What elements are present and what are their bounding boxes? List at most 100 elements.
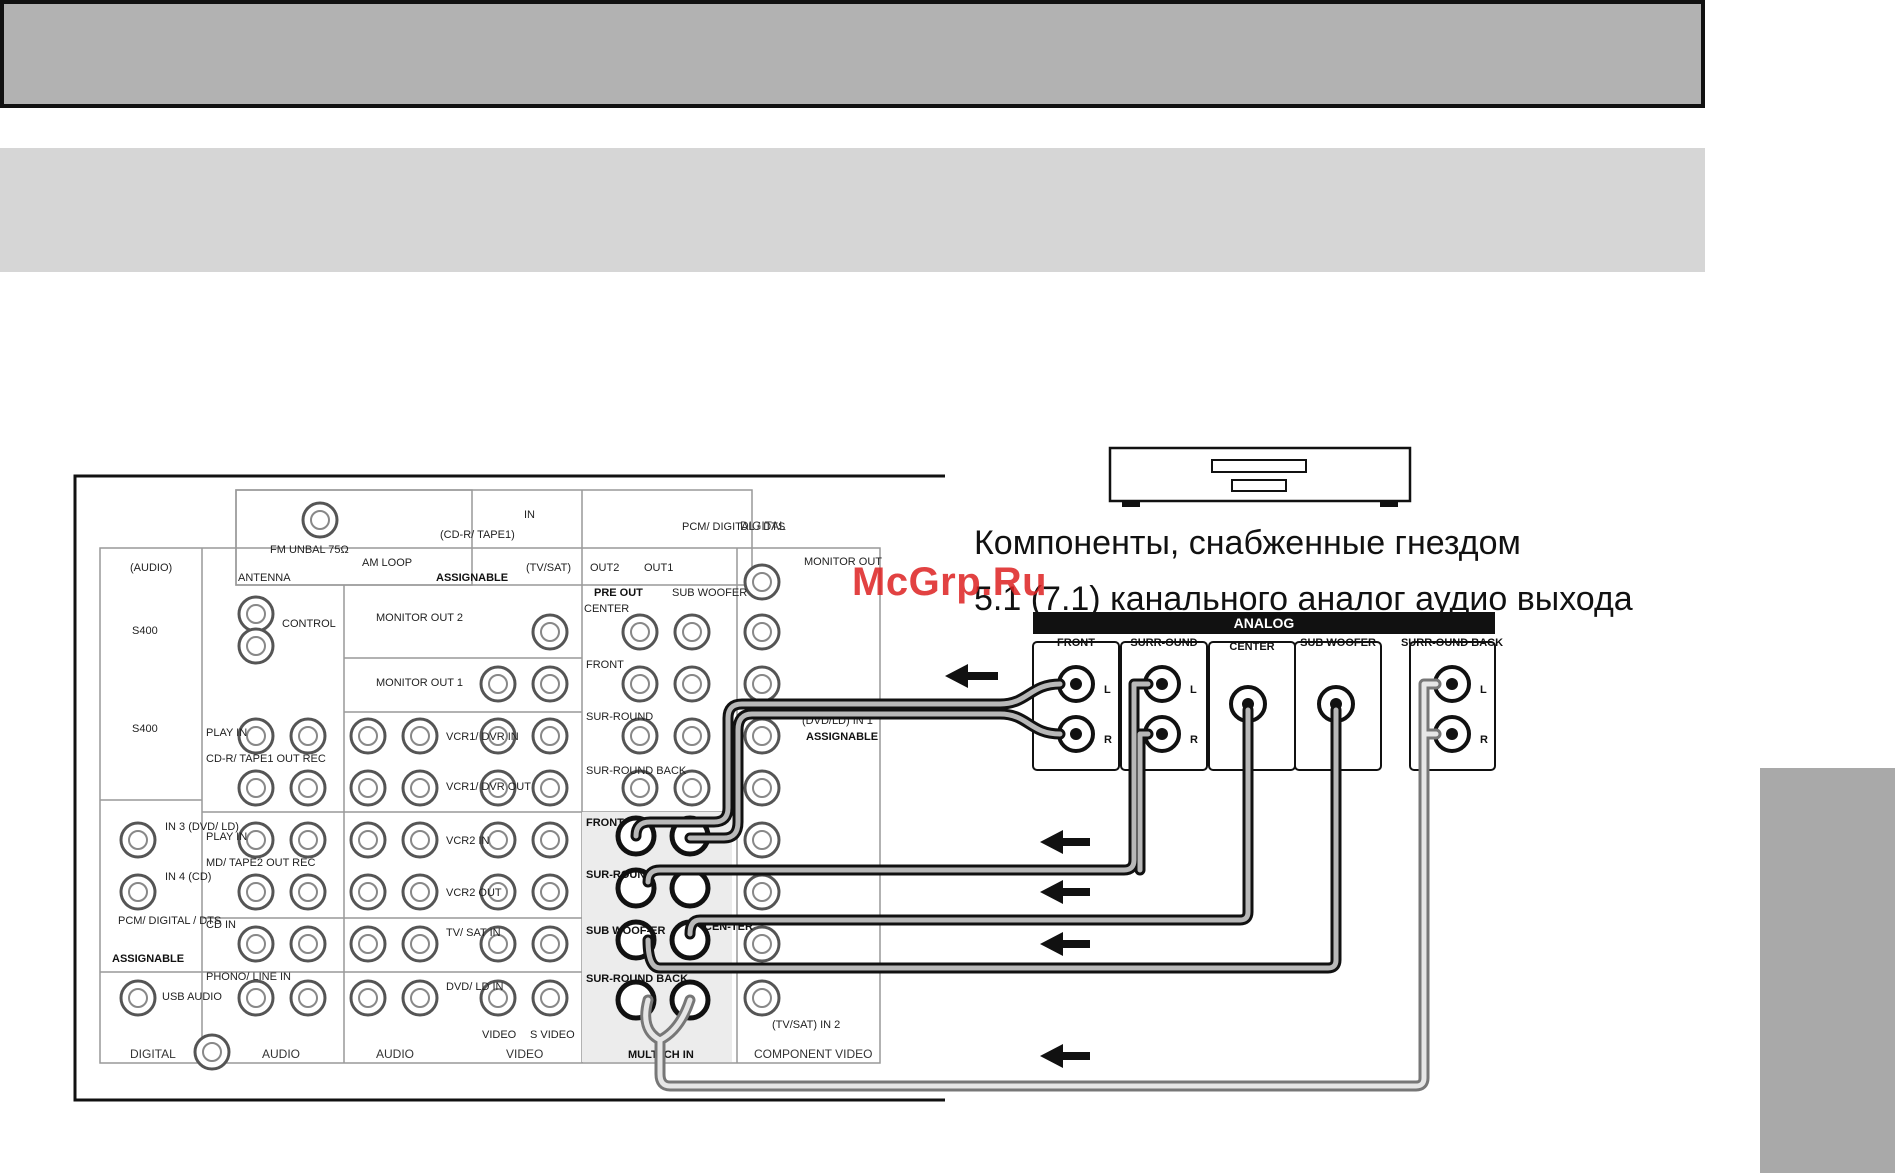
multich-sub-label: SUB WOOF-ER [586, 925, 665, 937]
receiver-jack-inner [358, 882, 378, 902]
receiver-jack [301, 501, 339, 539]
surround-r-label: R [1190, 734, 1198, 746]
receiver-jack [743, 769, 781, 807]
receiver-jack-inner [246, 934, 266, 954]
receiver-jack-inner [298, 830, 318, 850]
audio-row-6-label: PHONO/ LINE IN [206, 971, 291, 983]
receiver-jack [401, 873, 439, 911]
receiver-jack-inner [488, 726, 508, 746]
center-group-label: CENTER [1229, 641, 1274, 653]
receiver-jack-inner [410, 830, 430, 850]
receiver-jack [401, 979, 439, 1017]
receiver-jack-inner [410, 778, 430, 798]
analog-output-panel: ANALOG FRONT SURR-OUND CENTER SUB WOOFER… [1032, 612, 1503, 771]
signal-direction-arrows [945, 664, 1090, 1068]
receiver-jack-inner [246, 604, 266, 624]
receiver-jack [743, 925, 781, 963]
receiver-jack-inner [488, 830, 508, 850]
audio-row-3-label: PLAY IN [206, 831, 247, 843]
receiver-jack-inner [298, 988, 318, 1008]
front-l-label: L [1104, 684, 1111, 696]
receiver-jack-inner [128, 988, 148, 1008]
receiver-jack [119, 979, 157, 1017]
receiver-jack [743, 613, 781, 651]
receiver-jack-inner [488, 882, 508, 902]
video-row-1-label: VCR1/ DVR IN [446, 731, 519, 743]
pcm-left-label: PCM/ DIGITAL / DTS [118, 915, 221, 927]
fm-antenna-label: FM UNBAL 75Ω [270, 544, 349, 556]
receiver-jack-inner [540, 622, 560, 642]
digital-bottom-label: DIGITAL [130, 1047, 176, 1061]
receiver-jack [743, 873, 781, 911]
component-tv-label: (TV/SAT) IN 2 [772, 1019, 840, 1031]
video-row-6-label: DVD/ LD IN [446, 981, 504, 993]
receiver-jack [237, 821, 275, 859]
receiver-jack [743, 717, 781, 755]
analog-header: ANALOG [1234, 615, 1295, 631]
receiver-jack [401, 769, 439, 807]
audio-row-4-label: MD/ TAPE2 OUT REC [206, 857, 315, 869]
receiver-jack-inner [298, 726, 318, 746]
receiver-jack-inner [358, 830, 378, 850]
am-antenna-label: AM LOOP [362, 557, 412, 569]
receiver-jack [289, 925, 327, 963]
receiver-jack [289, 873, 327, 911]
receiver-jack [531, 717, 569, 755]
in3-label: IN 3 (DVD/ LD) [165, 821, 239, 833]
receiver-jack [349, 925, 387, 963]
video-jack-label: VIDEO [482, 1029, 517, 1041]
receiver-jack [237, 979, 275, 1017]
svideo-jack-label: S VIDEO [530, 1029, 575, 1041]
surround-l-label: L [1190, 684, 1197, 696]
receiver-jack-inner [752, 726, 772, 746]
receiver-jack-inner [540, 674, 560, 694]
receiver-jack [531, 821, 569, 859]
dvd-player-icon [1108, 446, 1412, 507]
receiver-jack-inner [410, 934, 430, 954]
receiver-jack-inner [128, 830, 148, 850]
receiver-jack-inner [358, 988, 378, 1008]
receiver-jack [289, 717, 327, 755]
component-monitor-out-label: MONITOR OUT [804, 556, 882, 568]
receiver-jack-inner [682, 778, 702, 798]
pre-out-label: PRE OUT [594, 587, 643, 599]
receiver-jack-inner [358, 934, 378, 954]
receiver-jack [531, 613, 569, 651]
pre-out-sub-label: SUB WOOFER [672, 587, 747, 599]
video-row-5-label: TV/ SAT IN [446, 927, 501, 939]
receiver-jack [621, 665, 659, 703]
receiver-labels: FM UNBAL 75Ω AM LOOP ANTENNA (CD-R/ TAPE… [112, 509, 882, 1061]
subwoofer-group-label: SUB WOOFER [1300, 637, 1376, 649]
digital-in1-label: (TV/SAT) [526, 562, 571, 574]
receiver-jack-inner [488, 988, 508, 1008]
receiver-jack-inner [488, 674, 508, 694]
audio-row-5-label: CD IN [206, 919, 236, 931]
receiver-jack [193, 1033, 231, 1071]
receiver-jack [237, 627, 275, 665]
watermark: McGrp.Ru [852, 560, 1048, 604]
control-label: CONTROL [282, 618, 336, 630]
pre-out-front-label: FRONT [586, 659, 624, 671]
receiver-jack [237, 595, 275, 633]
receiver-jack [479, 821, 517, 859]
receiver-jack [531, 873, 569, 911]
receiver-jack [479, 769, 517, 807]
multich-surround-label: SUR-ROUND [586, 869, 653, 881]
receiver-jack [621, 769, 659, 807]
pre-out-surround-label: SUR-ROUND [586, 711, 653, 723]
receiver-jack-inner [752, 934, 772, 954]
audio-bottom-label-1: AUDIO [262, 1047, 300, 1061]
receiver-jack [349, 979, 387, 1017]
audio-cables [630, 678, 1442, 1092]
receiver-jack-inner [682, 674, 702, 694]
receiver-jack [743, 821, 781, 859]
antenna-label: ANTENNA [238, 572, 291, 584]
side-tab [1760, 768, 1895, 1173]
arrow-left-icon [1040, 1044, 1090, 1068]
receiver-jack [237, 873, 275, 911]
assignable-left-label: ASSIGNABLE [112, 953, 184, 965]
surround-group-label: SURR-OUND [1130, 637, 1197, 649]
receiver-jack [531, 665, 569, 703]
receiver-jack [479, 873, 517, 911]
receiver-jack [479, 665, 517, 703]
